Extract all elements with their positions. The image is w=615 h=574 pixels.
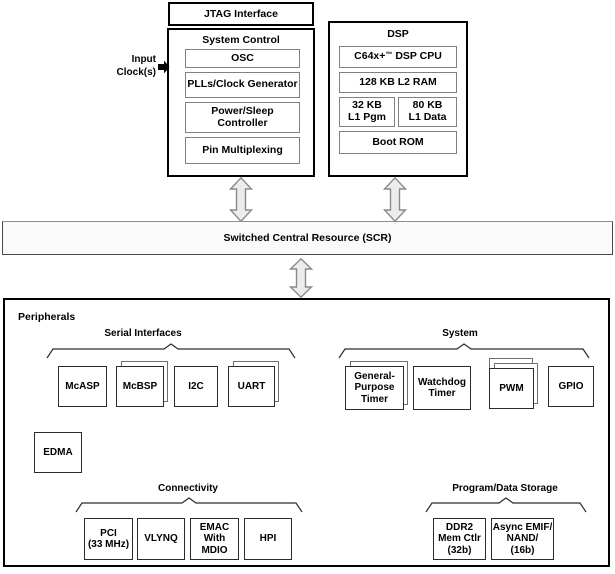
block-i2c-label: I2C	[188, 380, 204, 392]
input-clock-label-line2: Clock(s)	[116, 66, 156, 78]
group-bracket-connectivity	[75, 497, 303, 513]
block-power-sleep-controller: Power/Sleep Controller	[185, 102, 300, 133]
block-peripherals-label: Peripherals	[18, 311, 76, 323]
block-emac-with-mdio-label: EMAC With MDIO	[199, 521, 230, 556]
block-switched-central-resource: Switched Central Resource (SCR)	[2, 221, 613, 255]
block-pwm: PWM	[489, 368, 534, 409]
block-dsp-cpu-label: C64x+™ DSP CPU	[354, 50, 442, 63]
block-l1-pgm-label: 32 KB L1 Pgm	[348, 99, 386, 123]
block-osc-label: OSC	[231, 51, 254, 64]
block-i2c: I2C	[174, 366, 218, 407]
group-bracket-program-data-storage	[425, 497, 587, 513]
block-system-control-label: System Control	[202, 34, 280, 46]
arrow-system-control-to-scr-icon	[228, 176, 254, 223]
block-mcbsp: McBSP	[116, 366, 164, 407]
block-mcasp: McASP	[58, 366, 107, 407]
block-pci: PCI (33 MHz)	[84, 518, 133, 560]
block-l2-ram-label: 128 KB L2 RAM	[359, 75, 437, 88]
input-clock-label: Input Clock(s)	[98, 54, 156, 79]
group-bracket-system	[338, 343, 590, 359]
group-bracket-serial-interfaces	[46, 343, 296, 359]
arrow-dsp-to-scr-icon	[382, 176, 408, 223]
group-label-connectivity: Connectivity	[157, 483, 218, 494]
block-pci-label: PCI (33 MHz)	[87, 527, 130, 551]
block-pin-multiplexing-label: Pin Multiplexing	[202, 143, 283, 156]
block-vlynq: VLYNQ	[137, 518, 185, 560]
block-pin-multiplexing: Pin Multiplexing	[185, 137, 300, 164]
block-dsp-cpu: C64x+™ DSP CPU	[339, 46, 457, 68]
block-peripherals: Peripherals Serial Interfaces McASP McBS…	[3, 298, 610, 567]
block-edma: EDMA	[34, 432, 82, 473]
block-uart-label: UART	[237, 380, 266, 392]
input-clock-arrow-icon	[158, 60, 170, 74]
block-emac-with-mdio: EMAC With MDIO	[190, 518, 239, 560]
block-gpio: GPIO	[548, 366, 594, 407]
group-label-program-data-storage: Program/Data Storage	[452, 483, 558, 494]
block-switched-central-resource-label: Switched Central Resource (SCR)	[223, 232, 392, 244]
block-power-sleep-controller-label: Power/Sleep Controller	[211, 104, 274, 129]
block-ddr2-mem-ctlr-label: DDR2 Mem Ctlr (32b)	[438, 521, 481, 556]
block-dsp-label: DSP	[387, 28, 409, 40]
input-clock-label-line1: Input	[131, 54, 156, 65]
block-mcasp-label: McASP	[65, 380, 100, 392]
block-watchdog-timer: Watchdog Timer	[413, 366, 471, 410]
block-watchdog-timer-label: Watchdog Timer	[418, 376, 466, 400]
block-osc: OSC	[185, 49, 300, 68]
block-plls-clock-generator: PLLs/Clock Generator	[185, 72, 300, 98]
block-l1-data: 80 KB L1 Data	[398, 97, 457, 127]
group-label-system: System	[442, 328, 478, 339]
block-dsp: DSP C64x+™ DSP CPU 128 KB L2 RAM 32 KB L…	[328, 21, 468, 177]
block-boot-rom: Boot ROM	[339, 131, 457, 154]
block-boot-rom-label: Boot ROM	[372, 135, 424, 148]
block-jtag-interface-label: JTAG Interface	[204, 8, 278, 20]
block-edma-label: EDMA	[43, 446, 73, 458]
block-uart: UART	[228, 366, 275, 407]
block-pwm-label: PWM	[499, 382, 524, 394]
block-ddr2-mem-ctlr: DDR2 Mem Ctlr (32b)	[433, 518, 486, 560]
block-jtag-interface: JTAG Interface	[168, 2, 314, 26]
block-hpi-label: HPI	[259, 533, 277, 545]
block-gpio-label: GPIO	[558, 380, 584, 392]
block-general-purpose-timer: General- Purpose Timer	[345, 366, 404, 410]
block-hpi: HPI	[244, 518, 292, 560]
block-async-emif-nand-label: Async EMIF/ NAND/ (16b)	[492, 521, 553, 556]
block-l1-pgm: 32 KB L1 Pgm	[339, 97, 395, 127]
block-async-emif-nand: Async EMIF/ NAND/ (16b)	[491, 518, 554, 560]
block-l1-data-label: 80 KB L1 Data	[408, 99, 447, 123]
block-mcbsp-label: McBSP	[122, 380, 158, 392]
block-vlynq-label: VLYNQ	[144, 533, 178, 545]
block-system-control: System Control OSC PLLs/Clock Generator …	[167, 28, 315, 177]
group-label-serial-interfaces: Serial Interfaces	[104, 328, 182, 339]
block-general-purpose-timer-label: General- Purpose Timer	[354, 370, 395, 405]
block-plls-clock-generator-label: PLLs/Clock Generator	[187, 78, 298, 91]
arrow-scr-to-peripherals-icon	[288, 257, 314, 299]
block-l2-ram: 128 KB L2 RAM	[339, 72, 457, 93]
